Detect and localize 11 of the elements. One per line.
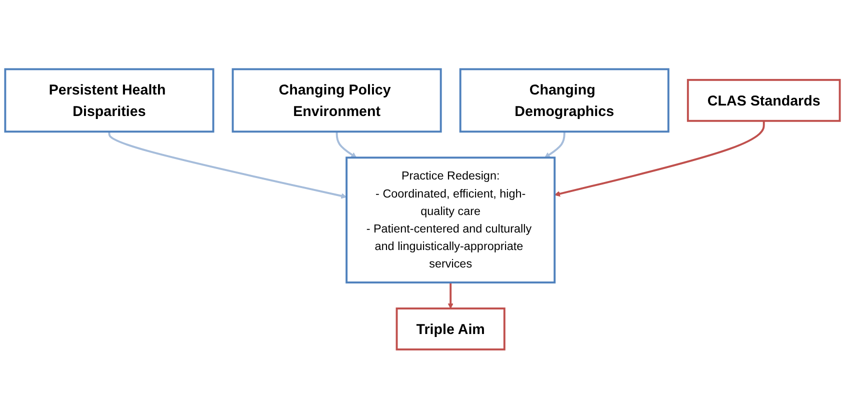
node-box: Practice Redesign: - Coordinated, efficient, high-quality care - Patient-centered and culturally and linguistically-appropriate services <box>346 156 556 284</box>
arrow <box>336 132 357 158</box>
node-box: CLAS Standards <box>686 79 841 122</box>
node-box: Persistent Health Disparities <box>4 68 214 133</box>
node-box: Changing Policy Environment <box>232 68 442 133</box>
node-box: Triple Aim <box>396 308 506 351</box>
arrow <box>544 132 566 158</box>
node-box: Changing Demographics <box>459 68 670 133</box>
arrow <box>108 132 347 199</box>
arrow <box>554 121 765 197</box>
arrow <box>448 282 454 309</box>
